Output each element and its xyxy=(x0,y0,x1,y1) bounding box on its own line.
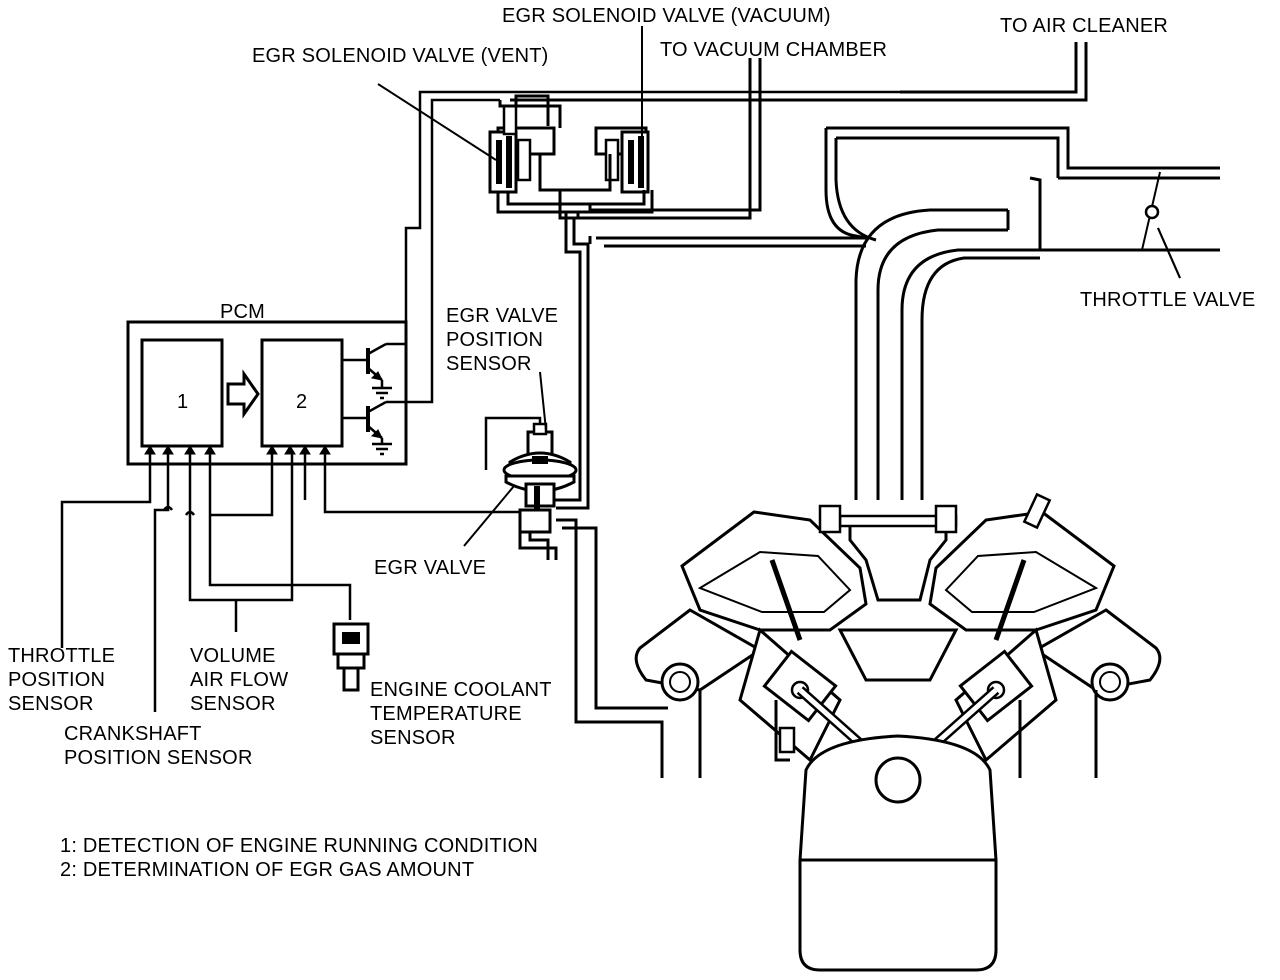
sensor-wiring xyxy=(60,454,520,712)
legend-item-2: 2: DETERMINATION OF EGR GAS AMOUNT xyxy=(60,859,474,881)
label-block-2: 2 xyxy=(296,391,307,413)
pcm-box xyxy=(126,320,408,466)
label-egr-valve: EGR VALVE xyxy=(374,557,486,579)
pcm-block-1 xyxy=(140,338,224,448)
label-throttle-valve: THROTTLE VALVE xyxy=(1080,289,1255,311)
vent-solenoid-icon xyxy=(488,104,556,194)
label-engine-coolant-temperature-sensor-3: SENSOR xyxy=(370,727,456,749)
leader-lines xyxy=(377,26,1181,547)
vacuum-solenoid-icon xyxy=(594,126,650,194)
transistor-1-icon xyxy=(342,342,406,400)
labels: EGR SOLENOID VALVE (VACUUM) EGR SOLENOID… xyxy=(8,5,1255,769)
label-engine-coolant-temperature-sensor-1: ENGINE COOLANT xyxy=(370,679,552,701)
transistor-2-icon xyxy=(342,400,406,456)
label-crankshaft-position-sensor-2: POSITION SENSOR xyxy=(64,747,253,769)
label-volume-air-flow-sensor-2: AIR FLOW xyxy=(190,669,288,691)
label-throttle-position-sensor-2: POSITION xyxy=(8,669,105,691)
label-volume-air-flow-sensor-3: SENSOR xyxy=(190,693,276,715)
label-throttle-position-sensor-3: SENSOR xyxy=(8,693,94,715)
label-to-vacuum-chamber: TO VACUUM CHAMBER xyxy=(660,39,887,61)
label-block-1: 1 xyxy=(177,391,188,413)
intake-manifold xyxy=(824,126,1220,500)
v-engine-icon xyxy=(634,492,1162,972)
label-egr-solenoid-vacuum: EGR SOLENOID VALVE (VACUUM) xyxy=(502,5,831,27)
label-throttle-position-sensor-1: THROTTLE xyxy=(8,645,115,667)
pcm-arrow-icon xyxy=(226,369,260,419)
label-egr-valve-position-sensor-3: SENSOR xyxy=(446,353,532,375)
vacuum-hoses xyxy=(510,42,1088,510)
label-egr-valve-position-sensor-1: EGR VALVE xyxy=(446,305,558,327)
egr-solenoid-valves xyxy=(488,94,654,220)
pcm-block-2 xyxy=(260,338,344,448)
label-egr-valve-position-sensor-2: POSITION xyxy=(446,329,543,351)
egr-valve-icon xyxy=(484,416,668,778)
pcm-input-arrows xyxy=(144,445,331,455)
label-to-air-cleaner: TO AIR CLEANER xyxy=(1000,15,1168,37)
solenoid-control-wires xyxy=(404,90,900,404)
pcm-unit xyxy=(126,320,408,466)
label-volume-air-flow-sensor-1: VOLUME xyxy=(190,645,276,667)
coolant-temperature-sensor-icon xyxy=(332,622,370,692)
label-crankshaft-position-sensor-1: CRANKSHAFT xyxy=(64,723,202,745)
label-pcm: PCM xyxy=(220,301,265,323)
legend: 1: DETECTION OF ENGINE RUNNING CONDITION… xyxy=(60,835,538,881)
label-egr-solenoid-vent: EGR SOLENOID VALVE (VENT) xyxy=(252,45,549,67)
label-engine-coolant-temperature-sensor-2: TEMPERATURE xyxy=(370,703,522,725)
legend-item-1: 1: DETECTION OF ENGINE RUNNING CONDITION xyxy=(60,835,538,857)
